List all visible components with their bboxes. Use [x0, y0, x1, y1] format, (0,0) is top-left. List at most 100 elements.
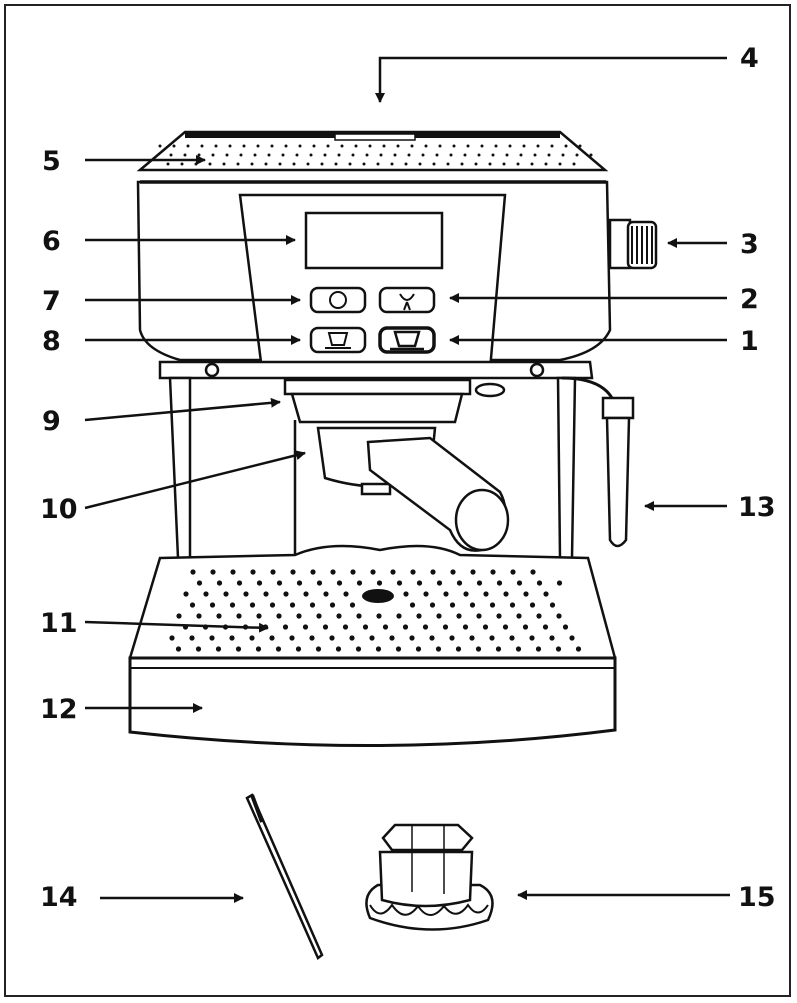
tray-dot: [350, 569, 356, 575]
callout-4: 4: [740, 43, 759, 74]
tray-dot: [329, 602, 336, 608]
warmer-dot: [250, 162, 254, 166]
warmer-dot: [351, 153, 355, 157]
tray-dot: [216, 580, 223, 586]
tray-dot: [269, 602, 276, 608]
tray-dot: [402, 624, 409, 630]
warmer-dot: [421, 153, 425, 157]
tray-dot: [369, 635, 375, 641]
tray-dot: [409, 602, 416, 608]
tray-dot: [362, 624, 369, 630]
warmer-dot: [228, 144, 232, 148]
tray-dot: [290, 569, 296, 575]
warmer-dot: [379, 153, 383, 157]
warmer-dot: [382, 144, 386, 148]
warmer-dot: [544, 162, 548, 166]
tray-dot: [522, 624, 529, 630]
tray-dot: [429, 602, 436, 608]
tray-dot: [336, 580, 343, 586]
tray-dot: [496, 613, 502, 619]
tray-dot: [482, 624, 489, 630]
tray-dot: [396, 580, 403, 586]
tray-dot: [389, 635, 395, 641]
tray-dot: [515, 646, 522, 652]
tray-dot: [343, 591, 349, 597]
tray-dot: [342, 624, 349, 630]
drip-tray: [128, 656, 617, 748]
leader-lines: [84, 56, 730, 903]
callout-7: 7: [42, 286, 61, 317]
warmer-dot: [197, 153, 201, 157]
warmer-dot: [334, 162, 338, 166]
warmer-dot: [214, 144, 218, 148]
warmer-dot: [172, 144, 176, 148]
tray-dot: [256, 613, 262, 619]
warmer-dot: [572, 162, 576, 166]
tray-dot: [536, 613, 542, 619]
tray-dot: [495, 646, 502, 652]
tray-dot: [442, 624, 449, 630]
tray-dot: [475, 646, 482, 652]
drip-tray-dots: [169, 569, 582, 652]
warmer-dot: [519, 153, 523, 157]
tray-dot: [169, 635, 175, 641]
callout-labels: 4 5 6 3 7 2 8 1 9 10 13 11 12 14 15: [40, 43, 776, 913]
warmer-dot: [306, 162, 310, 166]
leader-4: [375, 56, 727, 103]
warmer-dot: [477, 153, 481, 157]
warmer-dot: [323, 153, 327, 157]
callout-2: 2: [740, 284, 759, 315]
warmer-dot: [365, 153, 369, 157]
tray-dot: [382, 624, 389, 630]
warmer-dot: [194, 162, 198, 166]
callout-10: 10: [40, 494, 78, 525]
tray-dot: [255, 646, 262, 652]
tray-dot: [355, 646, 362, 652]
tray-dot: [236, 613, 242, 619]
tray-dot: [289, 602, 296, 608]
tray-dot: [555, 646, 562, 652]
tray-dot: [390, 569, 396, 575]
warmer-dot: [505, 153, 509, 157]
tray-dot: [249, 635, 255, 641]
tray-dot: [175, 646, 182, 652]
cup-warmer-dots: [158, 144, 593, 166]
warmer-dot: [463, 153, 467, 157]
warmer-dot: [340, 144, 344, 148]
tray-dot: [263, 591, 269, 597]
tray-dot: [189, 602, 196, 608]
warmer-dot: [264, 162, 268, 166]
tray-dot: [270, 569, 276, 575]
tray-dot: [489, 635, 495, 641]
diagram-frame: [4, 4, 791, 997]
warmer-dot: [460, 162, 464, 166]
tray-dot: [209, 602, 216, 608]
warmer-dot: [362, 162, 366, 166]
callout-14: 14: [40, 882, 78, 913]
warmer-dot: [575, 153, 579, 157]
tray-dot: [549, 602, 556, 608]
warmer-dot: [435, 153, 439, 157]
tray-dot: [370, 569, 376, 575]
tray-dot: [535, 646, 542, 652]
warmer-dot: [446, 162, 450, 166]
tray-dot: [416, 580, 423, 586]
warmer-dot: [404, 162, 408, 166]
warmer-dot: [253, 153, 257, 157]
steam-wand: [561, 376, 614, 399]
tray-dot: [509, 635, 515, 641]
tray-dot: [562, 624, 569, 630]
tray-dot: [356, 613, 362, 619]
warmer-dot: [312, 144, 316, 148]
warmer-dot: [508, 144, 512, 148]
tray-dot: [422, 624, 429, 630]
tray-dot: [309, 635, 315, 641]
warmer-dot: [225, 153, 229, 157]
warmer-dot: [348, 162, 352, 166]
tray-dot: [190, 569, 196, 575]
tray-dot: [330, 569, 336, 575]
tray-dot: [490, 569, 496, 575]
tray-dot: [409, 635, 415, 641]
tray-dot: [196, 613, 202, 619]
